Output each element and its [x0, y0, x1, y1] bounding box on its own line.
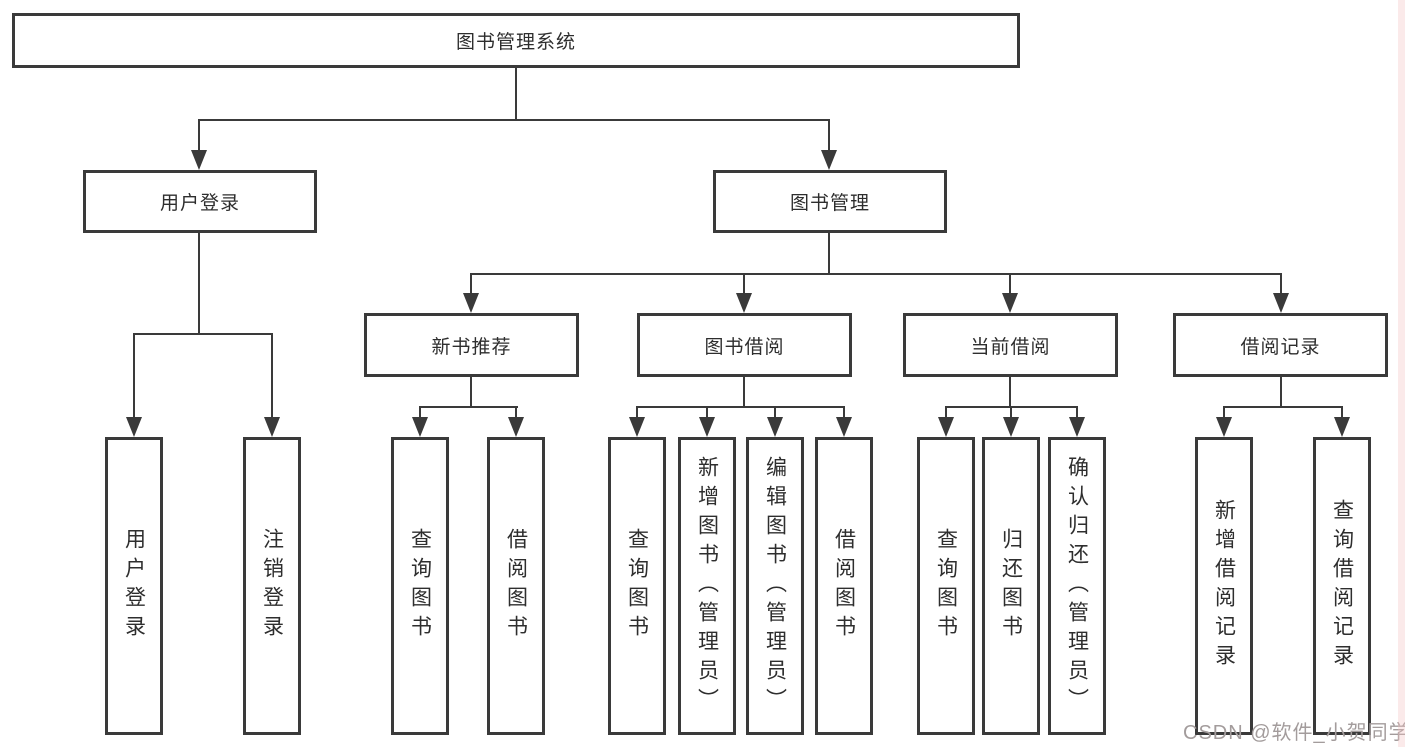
arrow-down-icon: [1003, 406, 1019, 437]
leaf-logout: 注销登录: [243, 437, 301, 735]
arrow-down-icon: [508, 406, 524, 437]
node-new-book-recommend: 新书推荐: [364, 313, 579, 377]
leaf-add-book-admin: 新增图书（管理员）: [678, 437, 736, 735]
leaf-add-borrow-record: 新增借阅记录: [1195, 437, 1253, 735]
node-user-login: 用户登录: [83, 170, 317, 233]
connector-userlogin-stem: [198, 233, 200, 333]
node-borrow-records: 借阅记录: [1173, 313, 1388, 377]
arrow-down-icon: [736, 273, 752, 313]
arrow-down-icon: [1216, 406, 1232, 437]
connector-root-stem: [515, 68, 517, 119]
node-book-borrow: 图书借阅: [637, 313, 852, 377]
leaf-query-books-current: 查询图书: [917, 437, 975, 735]
arrow-down-icon: [938, 406, 954, 437]
arrow-down-icon: [463, 273, 479, 313]
leaf-confirm-return-admin: 确认归还（管理员）: [1048, 437, 1106, 735]
connector-records-stem: [1280, 377, 1282, 406]
leaf-query-books-newbook: 查询图书: [391, 437, 449, 735]
connector-currentborrow-stem: [1009, 377, 1011, 406]
leaf-borrow-books-newbook: 借阅图书: [487, 437, 545, 735]
connector-newbook-rail: [419, 406, 518, 408]
leaf-query-books-borrow: 查询图书: [608, 437, 666, 735]
node-library-management-system: 图书管理系统: [12, 13, 1020, 68]
arrow-down-icon: [821, 119, 837, 170]
arrow-down-icon: [699, 406, 715, 437]
leaf-edit-book-admin: 编辑图书（管理员）: [746, 437, 804, 735]
arrow-down-icon: [1069, 406, 1085, 437]
leaf-return-book: 归还图书: [982, 437, 1040, 735]
right-edge-tint: [1398, 0, 1405, 747]
arrow-down-icon: [836, 406, 852, 437]
node-book-management: 图书管理: [713, 170, 947, 233]
connector-records-rail: [1223, 406, 1343, 408]
connector-newbook-stem: [470, 377, 472, 406]
arrow-down-icon: [767, 406, 783, 437]
node-current-borrow: 当前借阅: [903, 313, 1118, 377]
connector-bookborrow-stem: [743, 377, 745, 406]
arrow-down-icon: [264, 333, 280, 437]
connector-bookmgmt-rail: [470, 273, 1282, 275]
arrow-down-icon: [1002, 273, 1018, 313]
connector-bookborrow-rail: [636, 406, 845, 408]
leaf-query-borrow-record: 查询借阅记录: [1313, 437, 1371, 735]
leaf-user-login: 用户登录: [105, 437, 163, 735]
arrow-down-icon: [412, 406, 428, 437]
connector-userlogin-rail: [133, 333, 273, 335]
arrow-down-icon: [629, 406, 645, 437]
arrow-down-icon: [1334, 406, 1350, 437]
arrow-down-icon: [191, 119, 207, 170]
arrow-down-icon: [1273, 273, 1289, 313]
leaf-borrow-books-borrow: 借阅图书: [815, 437, 873, 735]
csdn-watermark: CSDN @软件_小贺同学: [1183, 722, 1405, 744]
connector-bookmgmt-stem: [828, 233, 830, 273]
arrow-down-icon: [126, 333, 142, 437]
connector-root-rail: [198, 119, 830, 121]
